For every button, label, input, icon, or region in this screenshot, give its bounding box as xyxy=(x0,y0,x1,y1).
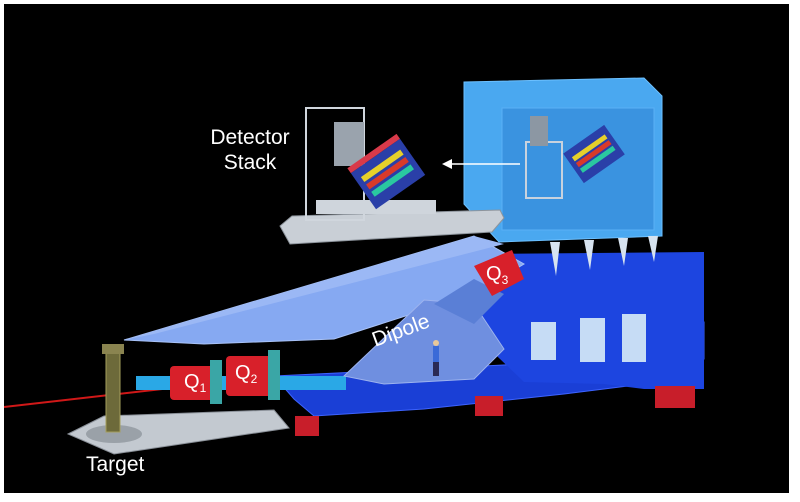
q2-letter: Q xyxy=(235,362,251,384)
quadrupole-q1 xyxy=(170,366,214,400)
detector-stack-label: Detector Stack xyxy=(200,125,300,175)
quadrupole-q2 xyxy=(226,356,272,396)
shield-leg-4 xyxy=(648,236,658,262)
shield-leg-3 xyxy=(618,238,628,266)
q2-label: Q2 xyxy=(235,362,257,386)
house-detector-block xyxy=(530,116,548,146)
person-body xyxy=(433,346,439,362)
frame-opening-2 xyxy=(580,318,605,362)
frame-opening-3 xyxy=(622,314,646,362)
target-holder-top xyxy=(102,344,124,354)
shield-leg-2 xyxy=(584,240,594,270)
detector-platform xyxy=(279,209,505,245)
target-platform-hole xyxy=(86,425,142,443)
frame-opening-1 xyxy=(531,322,556,360)
q1-letter: Q xyxy=(184,371,200,393)
q3-subscript: 3 xyxy=(501,273,509,287)
dipole-magnet xyxy=(342,299,505,385)
target-holder xyxy=(105,347,121,433)
spectrometer-illustration xyxy=(4,77,705,455)
q1-label: Q1 xyxy=(184,371,206,395)
target-label: Target xyxy=(86,453,145,476)
support-2 xyxy=(475,396,503,416)
support-1 xyxy=(295,416,319,436)
house-detector-stack xyxy=(563,124,625,184)
quadrupole-q3 xyxy=(474,250,524,296)
vacuum-chamber-top xyxy=(124,236,504,340)
q1-flange xyxy=(210,360,222,404)
q1-subscript: 1 xyxy=(199,381,207,395)
person-head xyxy=(433,340,439,346)
q2-flange xyxy=(268,350,280,400)
person-legs xyxy=(433,362,439,376)
arrow-head xyxy=(442,159,452,169)
q3-label: Q3 xyxy=(486,263,508,287)
diagram-canvas: Detector Stack Target Q1 Q2 Q3 Dipole xyxy=(4,4,789,493)
detector-stack xyxy=(347,133,426,210)
support-3 xyxy=(655,386,695,408)
shield-leg-1 xyxy=(550,242,560,276)
target-platform xyxy=(66,409,290,455)
q2-subscript: 2 xyxy=(250,372,258,386)
detector-label-line1: Detector xyxy=(210,126,290,149)
dipole-coil xyxy=(434,279,504,324)
stack-block xyxy=(334,122,364,166)
detector-label-line2: Stack xyxy=(223,151,277,174)
q3-letter: Q xyxy=(486,263,502,285)
